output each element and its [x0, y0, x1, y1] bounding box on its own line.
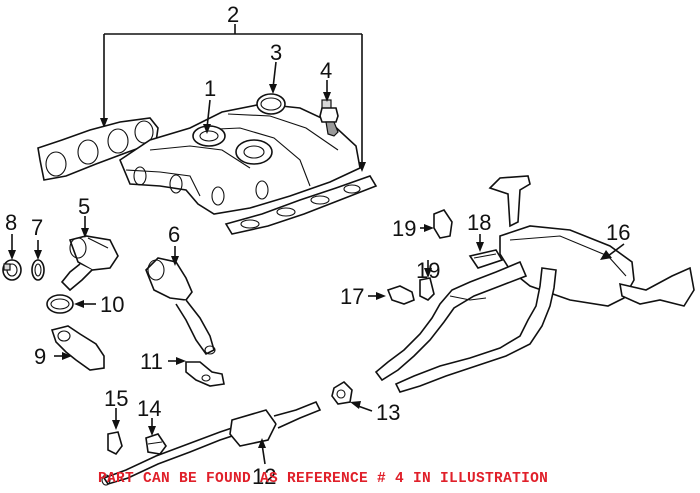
heat-shield-14	[145, 433, 167, 455]
clamp	[2, 259, 22, 281]
hanger-19-lower	[419, 277, 435, 301]
callout-9: 9	[34, 344, 46, 369]
callout-6: 6	[168, 222, 180, 247]
callout-13: 13	[376, 400, 400, 425]
callout-15: 15	[104, 386, 128, 411]
callout-5: 5	[78, 194, 90, 219]
callout-19-upper: 19	[392, 216, 416, 241]
exhaust-manifold	[119, 103, 361, 215]
hanger-19-upper	[433, 209, 453, 239]
callout-12: 12	[252, 464, 276, 489]
callout-17: 17	[340, 284, 364, 309]
reference-note: PART CAN BE FOUND AS REFERENCE # 4 IN IL…	[98, 471, 549, 487]
callout-numbers: 1 2 3 4 5 6 7 8 9 10 11 12 13 14 15 16 1…	[5, 2, 630, 489]
gasket-ring	[256, 93, 286, 115]
seal-ring	[46, 294, 74, 314]
callout-3: 3	[270, 40, 282, 65]
rubber-hanger	[331, 380, 353, 405]
front-pipe-resonator	[101, 400, 322, 486]
callout-19-lower: 19	[416, 258, 440, 283]
bracket-17	[386, 285, 415, 305]
callout-1: 1	[204, 76, 216, 101]
catalytic-converter-left	[60, 235, 119, 292]
oxygen-sensor	[319, 99, 339, 137]
heat-shield-18	[468, 249, 504, 269]
manifold-gasket-right	[224, 175, 378, 235]
callout-14: 14	[137, 396, 161, 421]
manifold-gasket-left	[37, 117, 159, 181]
callout-16: 16	[606, 220, 630, 245]
hanger-15	[107, 431, 123, 456]
gasket-small	[31, 259, 45, 281]
callout-2: 2	[227, 2, 239, 27]
heat-shield-9	[50, 325, 105, 371]
callout-10: 10	[100, 292, 124, 317]
rear-muffler	[374, 175, 695, 393]
callout-11: 11	[140, 349, 163, 374]
callout-18: 18	[467, 210, 491, 235]
mounting-bracket	[185, 361, 225, 387]
callout-8: 8	[5, 210, 17, 235]
callout-4: 4	[320, 58, 332, 83]
callout-7: 7	[31, 215, 43, 240]
catalytic-converter-right	[145, 257, 216, 356]
